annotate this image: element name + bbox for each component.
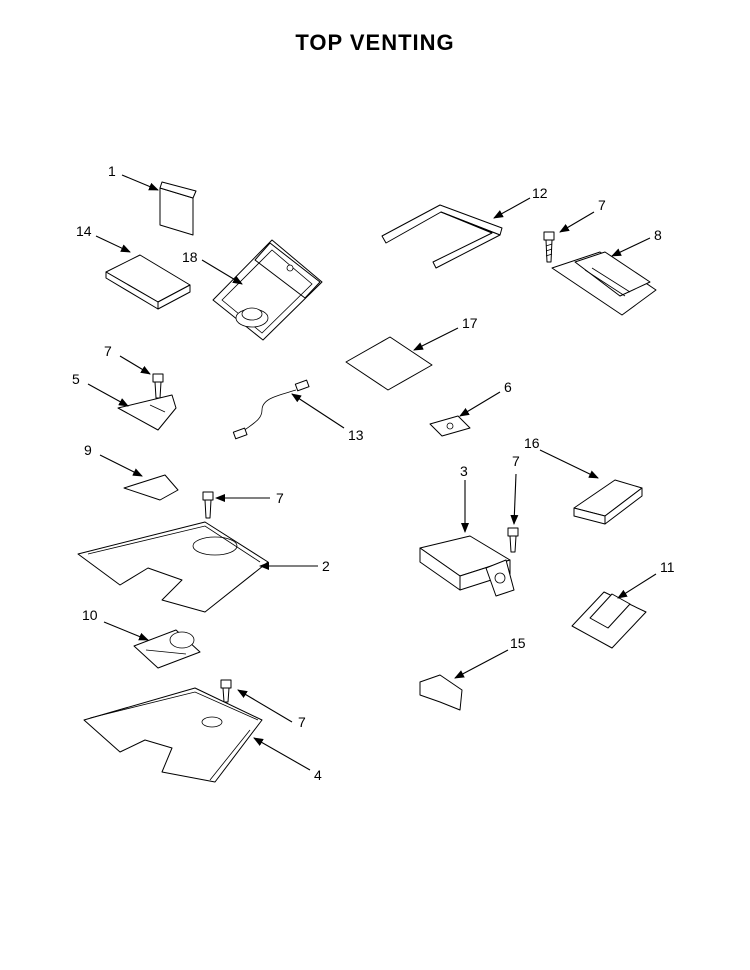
callout-3: 3 [460,463,468,479]
callout-2: 2 [322,558,330,574]
part-13-wire-harness[interactable] [232,379,310,440]
callout-5: 5 [72,371,80,387]
part-11-deflector[interactable] [571,591,647,649]
leader-7e [237,689,293,723]
callout-17: 17 [462,315,478,331]
leader-14 [95,235,131,253]
leader-15 [454,649,509,679]
leader-10 [103,621,149,641]
leader-17 [413,327,459,351]
callout-7b: 7 [104,343,112,359]
part-7-screw-a[interactable] [543,231,555,263]
callout-14: 14 [76,223,92,239]
callout-6: 6 [504,379,512,395]
callout-7a: 7 [598,197,606,213]
leader-9 [99,454,143,477]
callout-7c: 7 [276,490,284,506]
part-14-plate[interactable] [105,254,191,310]
part-3-assembly[interactable] [419,535,515,597]
callout-13: 13 [348,427,364,443]
leader-8 [611,237,651,257]
callout-8: 8 [654,227,662,243]
callout-12: 12 [532,185,548,201]
callout-15: 15 [510,635,526,651]
part-7-screw-e[interactable] [220,679,232,703]
callout-4: 4 [314,767,322,783]
part-12-u-channel[interactable] [381,204,503,269]
leader-1 [121,174,159,191]
part-7-screw-b[interactable] [152,373,164,399]
leader-4 [253,737,311,771]
part-16-cover[interactable] [573,479,643,525]
part-6-plate[interactable] [429,415,471,437]
leader-7b [119,355,151,375]
leader-13 [291,393,345,429]
leader-5 [87,383,129,407]
callout-11: 11 [660,559,675,575]
leader-12 [493,197,531,219]
part-18-vent-tray[interactable] [212,239,323,341]
part-17-plate[interactable] [345,336,433,391]
part-7-screw-c[interactable] [202,491,214,519]
callout-10: 10 [82,607,98,623]
leader-11 [617,573,657,599]
part-10-motor[interactable] [133,629,201,669]
part-15-shield[interactable] [419,674,463,711]
callout-7e: 7 [298,714,306,730]
leader-6 [459,391,501,417]
diagram-title: TOP VENTING [295,30,455,55]
callout-1: 1 [108,163,116,179]
part-8-bracket[interactable] [551,251,657,316]
part-7-screw-d[interactable] [507,527,519,553]
part-1-panel[interactable] [159,181,197,236]
part-2-large-plate[interactable] [77,521,269,613]
part-4-base-plate[interactable] [83,687,263,783]
callout-18: 18 [182,249,198,265]
callout-7d: 7 [512,453,520,469]
leader-18 [201,259,243,285]
part-9-bracket[interactable] [123,474,179,501]
callout-16: 16 [524,435,540,451]
leader-7a [559,211,595,233]
part-5-bracket[interactable] [117,394,177,431]
leader-16 [539,449,599,479]
leader-7d [510,473,519,525]
callout-9: 9 [84,442,92,458]
